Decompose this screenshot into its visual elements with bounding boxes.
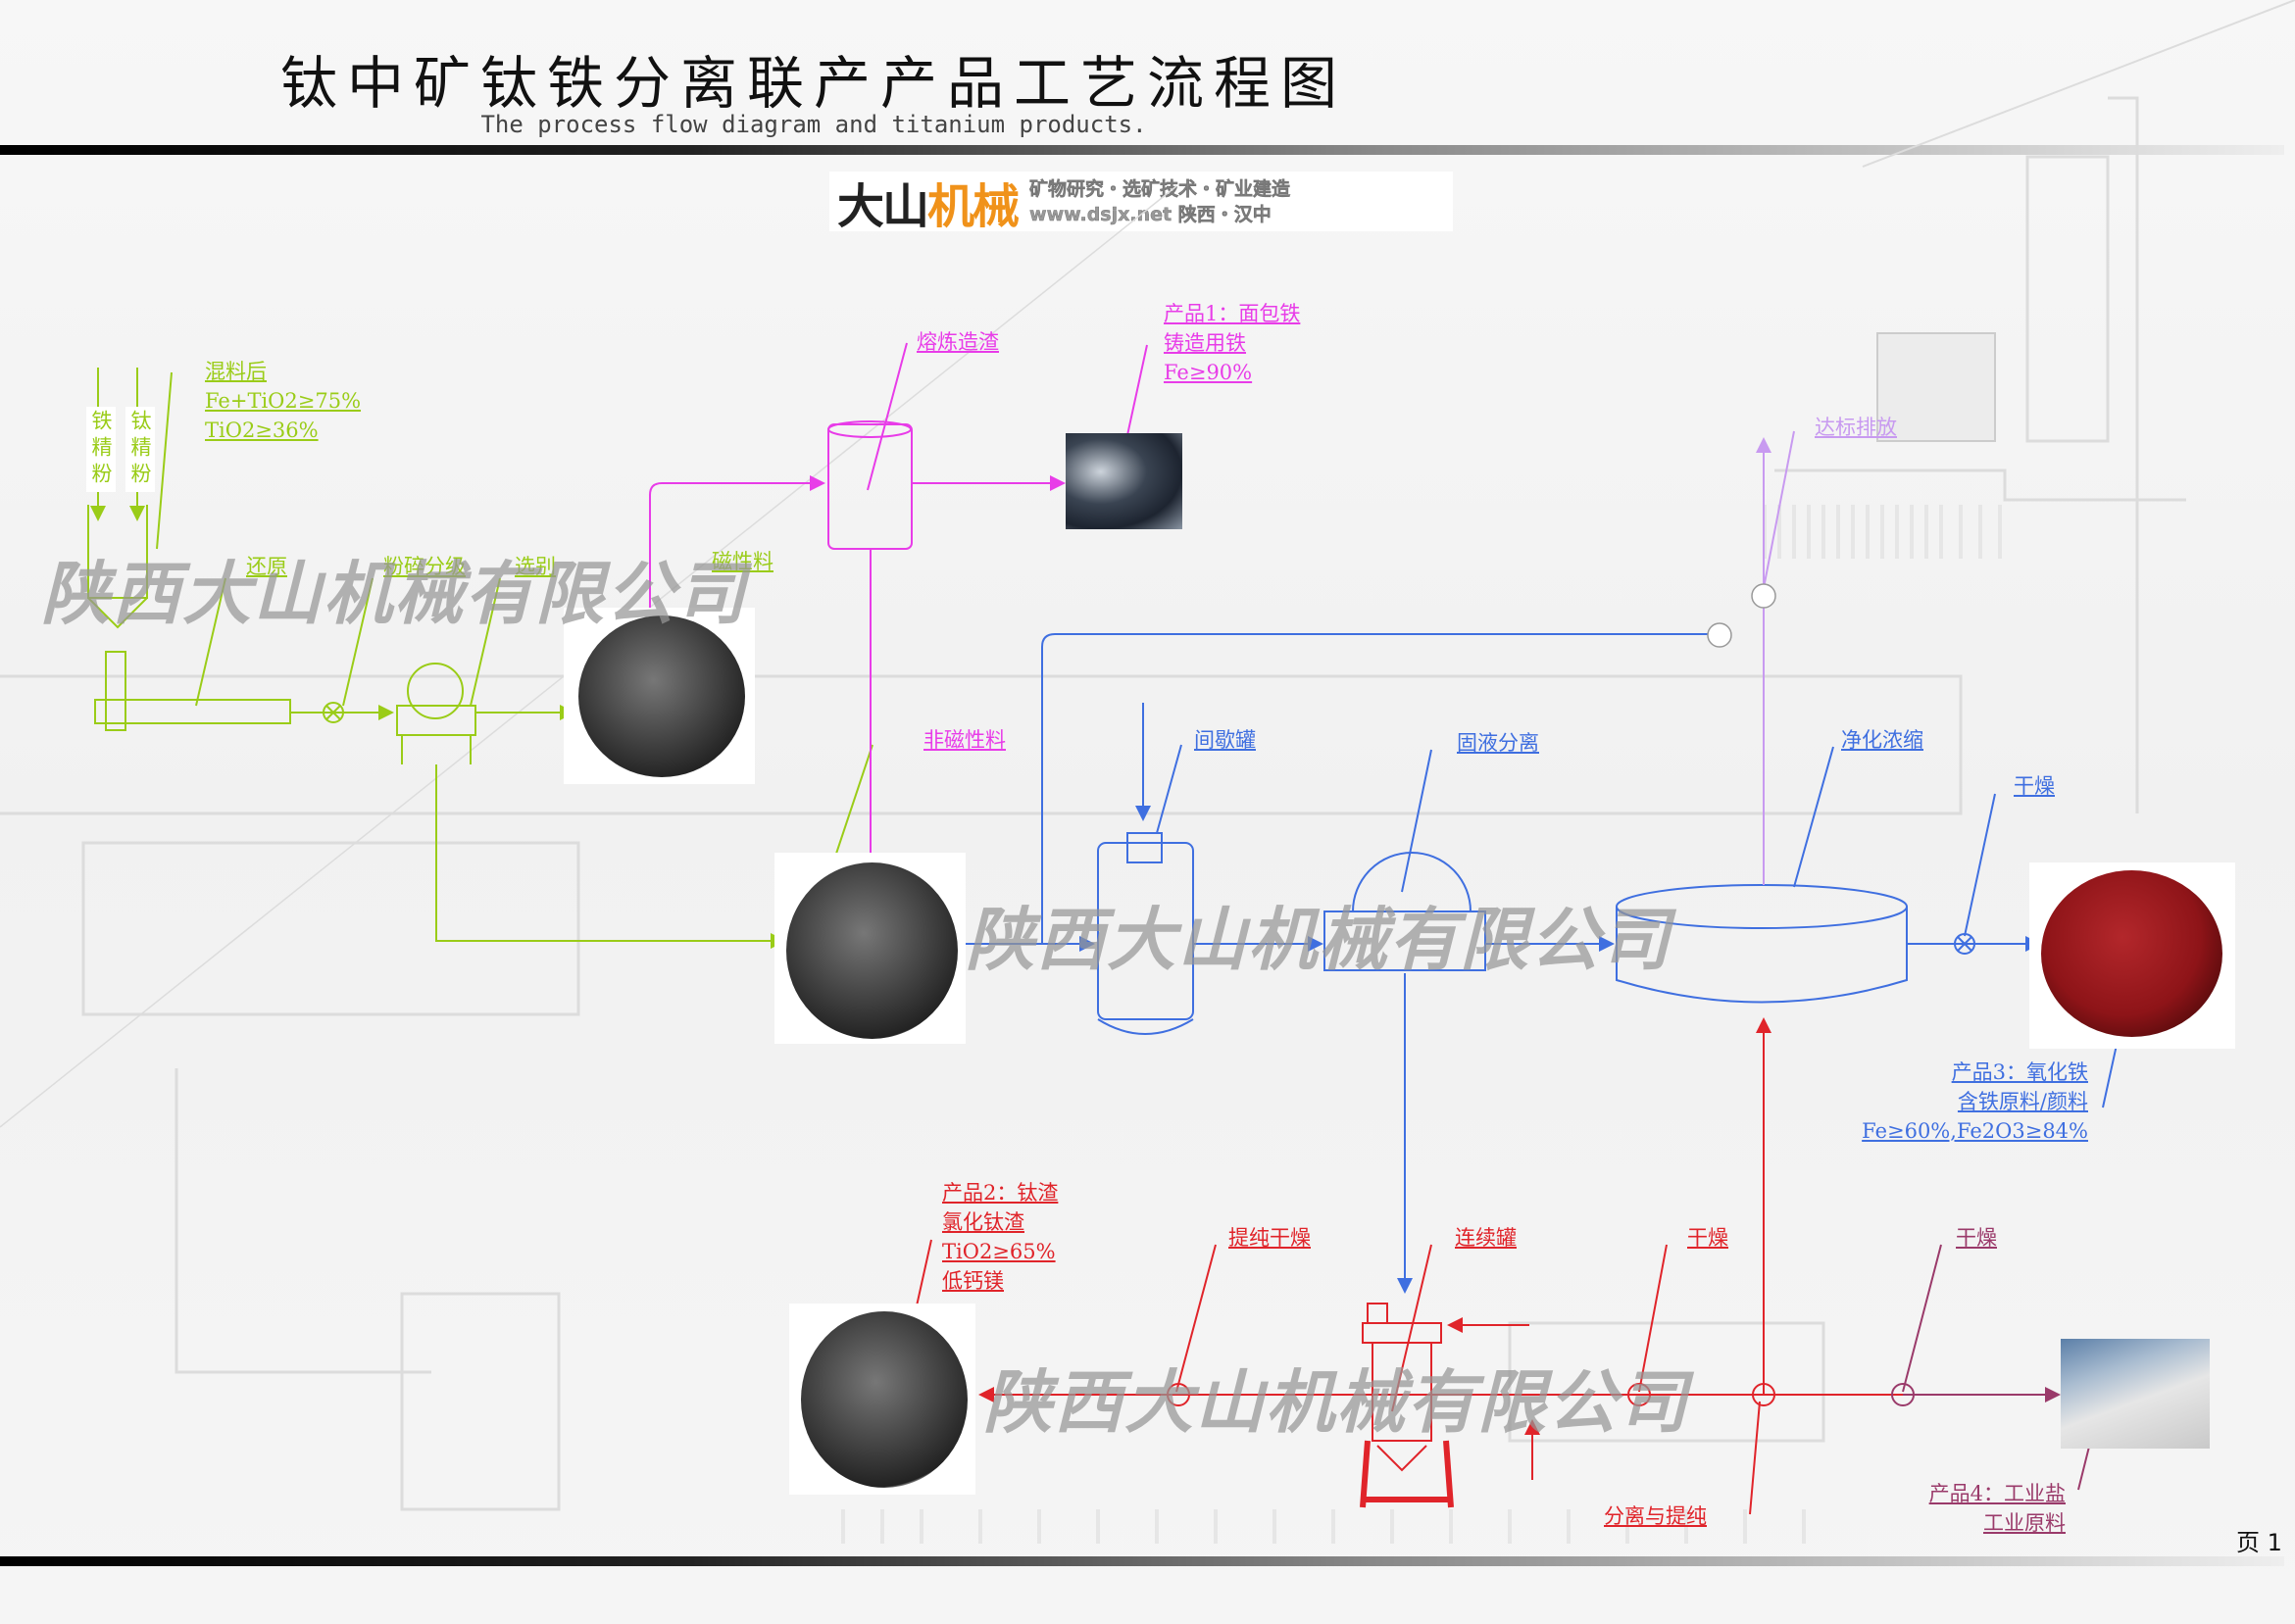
product2-title: 产品2：钛渣 (942, 1181, 1059, 1205)
page-title: 钛中矿钛铁分离联产产品工艺流程图 (279, 50, 1347, 117)
crush-classify-label: 粉碎分级 (383, 555, 466, 578)
product2-spec: TiO2≥65% (942, 1240, 1056, 1263)
product4-industrial-salt-image (2061, 1339, 2210, 1449)
bottom-divider (0, 1556, 2284, 1566)
dry-label-blue: 干燥 (2014, 774, 2055, 798)
product2-note: 低钙镁 (942, 1269, 1004, 1293)
top-divider (0, 145, 2284, 155)
company-logo: 大山机械 矿物研究・选矿技术・矿业建造 www.dsjx.net 陕西・汉中 (829, 172, 1453, 234)
product1-spec: Fe≥90% (1164, 361, 1253, 384)
logo-brand-b: 机械 (927, 178, 1020, 234)
purify-dry-label: 提纯干燥 (1228, 1226, 1311, 1250)
watermark: 陕西大山机械有限公司 (966, 900, 1671, 980)
nonmagnetic-label: 非磁性料 (923, 728, 1006, 752)
watermark: 陕西大山机械有限公司 (41, 554, 747, 634)
logo-tagline: 矿物研究・选矿技术・矿业建造 (1029, 177, 1291, 200)
product2-titanium-slag-image (789, 1304, 975, 1495)
mix-spec-2: TiO2≥36% (205, 418, 319, 442)
continuous-tank-label: 连续罐 (1455, 1226, 1517, 1250)
batch-tank-label: 间歇罐 (1194, 728, 1256, 752)
reduce-label: 还原 (246, 555, 287, 578)
mix-spec-1: Fe+TiO2≥75% (205, 389, 362, 413)
select-label: 选别 (515, 555, 556, 578)
logo-site: www.dsjx.net 陕西・汉中 (1029, 203, 1272, 225)
product3-spec: Fe≥60%,Fe2O3≥84% (1862, 1119, 2088, 1143)
titanium-concentrate-label: 钛精粉 (125, 407, 155, 492)
product4-title: 产品4：工业盐 (1928, 1482, 2066, 1505)
separate-purify-label: 分离与提纯 (1604, 1504, 1707, 1528)
product1-bread-iron-image (1066, 433, 1182, 529)
magnetic-material-label: 磁性料 (712, 550, 773, 573)
solid-liquid-separation-label: 固液分离 (1457, 731, 1539, 755)
discharge-label: 达标排放 (1815, 416, 1897, 439)
product1-use: 铸造用铁 (1164, 331, 1246, 355)
product1-title: 产品1：面包铁 (1164, 302, 1301, 325)
product3-iron-oxide-image (2029, 862, 2235, 1049)
product2-type: 氯化钛渣 (942, 1210, 1024, 1234)
magnetic-material-image (564, 608, 755, 784)
watermark: 陕西大山机械有限公司 (983, 1362, 1689, 1443)
page-number: 页 1 (2236, 1529, 2282, 1556)
purify-concentrate-label: 净化浓缩 (1841, 728, 1923, 752)
dry-label-red: 干燥 (1687, 1226, 1728, 1250)
product3-title: 产品3：氧化铁 (1951, 1060, 2088, 1084)
iron-concentrate-label: 铁精粉 (86, 407, 116, 492)
mix-label: 混料后 (205, 360, 267, 383)
smelting-label: 熔炼造渣 (917, 330, 999, 354)
dry-label-maroon: 干燥 (1956, 1226, 1997, 1250)
product3-use: 含铁原料/颜料 (1957, 1090, 2088, 1113)
page-subtitle: The process flow diagram and titanium pr… (480, 111, 1147, 138)
product4-use: 工业原料 (1983, 1511, 2066, 1535)
nonmagnetic-material-image (774, 853, 966, 1044)
logo-brand-a: 大山 (837, 178, 929, 234)
